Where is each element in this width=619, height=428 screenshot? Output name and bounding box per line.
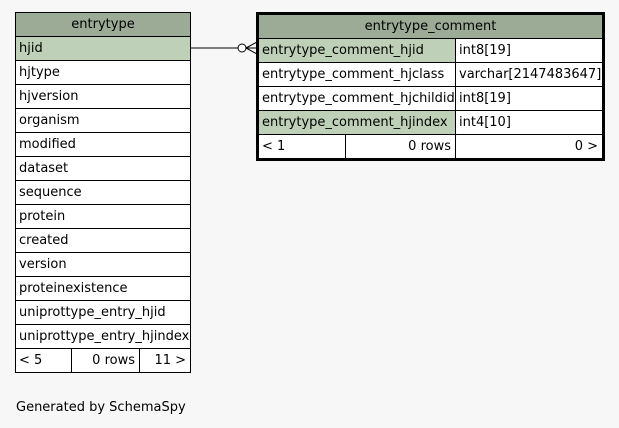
generated-by-label: Generated by SchemaSpy [16,400,186,415]
column-protein[interactable]: protein [14,204,192,229]
table-title[interactable]: entrytype [14,12,192,37]
table-title[interactable]: entrytype_comment [256,13,605,39]
column-uniprottype-entry-hjid[interactable]: uniprottype_entry_hjid [14,300,192,325]
children-count[interactable]: 11 > [138,348,192,373]
table-entrytype-comment[interactable]: entrytype_comment entrytype_comment_hjid… [256,12,606,161]
table-entrytype[interactable]: entrytype hjid hjtype hjversion organism… [14,12,192,373]
parents-count[interactable]: < 5 [15,348,72,373]
column-type: varchar[2147483647] [454,62,605,87]
column-hjversion[interactable]: hjversion [14,84,192,109]
zero-or-many-circle-icon [237,43,247,53]
column-hjid[interactable]: hjid [14,36,192,61]
column-created[interactable]: created [14,228,192,253]
column-type: int4[10] [454,110,605,135]
row-count: 0 rows [71,348,140,373]
column-proteinexistence[interactable]: proteinexistence [14,276,192,301]
column-entrytype-comment-hjid[interactable]: entrytype_comment_hjid [257,38,456,63]
children-count[interactable]: 0 > [454,134,605,160]
column-entrytype-comment-hjclass[interactable]: entrytype_comment_hjclass [257,62,456,87]
column-type: int8[19] [454,86,605,111]
column-sequence[interactable]: sequence [14,180,192,205]
column-type: int8[19] [454,38,605,63]
column-entrytype-comment-hjindex[interactable]: entrytype_comment_hjindex [257,110,456,135]
row-count: 0 rows [345,134,456,160]
column-entrytype-comment-hjchildid[interactable]: entrytype_comment_hjchildid [257,86,456,111]
column-dataset[interactable]: dataset [14,156,192,181]
column-version[interactable]: version [14,252,192,277]
column-uniprottype-entry-hjindex[interactable]: uniprottype_entry_hjindex [14,324,192,349]
column-organism[interactable]: organism [14,108,192,133]
parents-count[interactable]: < 1 [257,134,346,160]
column-hjtype[interactable]: hjtype [14,60,192,85]
column-modified[interactable]: modified [14,132,192,157]
